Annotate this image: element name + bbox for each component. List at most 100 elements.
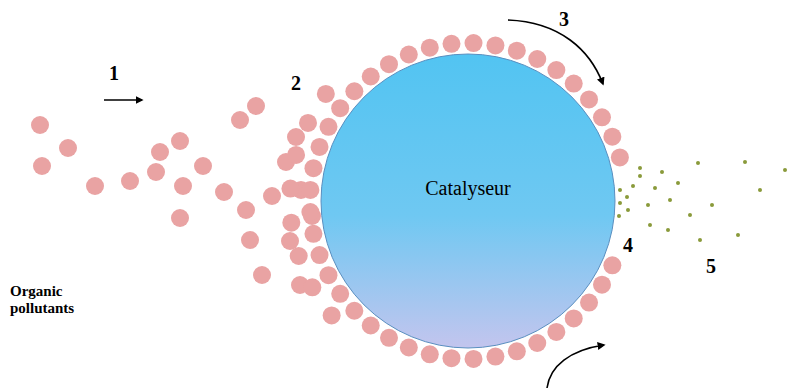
product-dot: [783, 168, 787, 172]
pollutant-dot: [253, 266, 271, 284]
pollutant-dot: [319, 266, 337, 284]
pollutant-dot: [237, 201, 255, 219]
pollutant-dot: [151, 143, 169, 161]
product-dot: [668, 198, 672, 202]
callout-number: 5: [706, 255, 716, 278]
pollutant-dot: [231, 111, 249, 129]
pollutant-label: Organic pollutants: [10, 283, 130, 318]
pollutant-dot: [282, 214, 300, 232]
product-dot: [618, 188, 622, 192]
pollutant-dot: [86, 177, 104, 195]
pollutant-dot: [33, 157, 51, 175]
pollutant-dot: [304, 159, 322, 177]
pollutant-dot: [311, 138, 329, 156]
product-dot: [710, 203, 714, 207]
pollutant-dot: [281, 180, 299, 198]
pollutant-dot: [486, 36, 504, 54]
pollutant-dot: [171, 209, 189, 227]
pollutant-dot: [547, 323, 565, 341]
pollutant-dot: [528, 334, 546, 352]
product-dot: [638, 174, 642, 178]
callout-number: 2: [291, 72, 301, 95]
pollutant-dot: [565, 75, 583, 93]
product-dot: [626, 208, 630, 212]
product-dot: [618, 201, 622, 205]
pollutant-dot: [281, 232, 299, 250]
pollutant-dot: [31, 116, 49, 134]
pollutant-dot: [465, 34, 483, 52]
product-dot: [638, 166, 642, 170]
pollutant-dot: [319, 118, 337, 136]
pollutant-dot: [421, 345, 439, 363]
pollutant-dot: [303, 278, 321, 296]
product-dot: [743, 160, 747, 164]
pollutant-dot: [121, 172, 139, 190]
catalyst-label: Catalyseur: [425, 177, 511, 200]
flow-arrow: [104, 99, 142, 101]
product-dots: [617, 160, 787, 242]
pollutant-dot: [486, 348, 504, 366]
pollutant-dot: [362, 317, 380, 335]
pollutant-dot: [331, 99, 349, 117]
product-dot: [696, 161, 700, 165]
pollutant-dot: [508, 342, 526, 360]
pollutant-dot: [380, 55, 398, 73]
product-dot: [666, 228, 670, 232]
product-dot: [660, 170, 664, 174]
product-dot: [758, 188, 762, 192]
pollutant-dot: [311, 246, 329, 264]
product-dot: [736, 233, 740, 237]
pollutant-dot: [580, 294, 598, 312]
pollutant-dot: [345, 82, 363, 100]
pollutant-dot: [304, 225, 322, 243]
pollutant-dot: [317, 85, 335, 103]
pollutant-dot: [174, 177, 192, 195]
pollutant-dot: [247, 97, 265, 115]
callout-number: 4: [623, 234, 633, 257]
catalyst-circle: Catalyseur: [320, 53, 616, 349]
pollutant-dot: [593, 276, 611, 294]
callout-number: 3: [559, 8, 569, 31]
pollutant-dot: [147, 163, 165, 181]
callout-number: 1: [109, 62, 119, 85]
product-dot: [617, 214, 621, 218]
pollutant-dot: [301, 181, 319, 199]
pollutant-dot: [442, 349, 460, 367]
pollutant-dot: [580, 90, 598, 108]
pollutant-dot: [400, 338, 418, 356]
product-dot: [653, 186, 657, 190]
product-dot: [688, 213, 692, 217]
pollutant-dot: [565, 309, 583, 327]
pollutant-dot: [287, 146, 305, 164]
product-dot: [646, 203, 650, 207]
pollutant-dot: [593, 108, 611, 126]
pollutant-dot: [59, 139, 77, 157]
pollutant-dot: [290, 247, 308, 265]
pollutant-dot: [421, 39, 439, 57]
pollutant-dot: [528, 50, 546, 68]
pollutant-dot: [331, 285, 349, 303]
product-dot: [676, 181, 680, 185]
pollutant-dot: [263, 187, 281, 205]
product-dot: [698, 238, 702, 242]
pollutant-dot: [603, 128, 621, 146]
pollutant-dot: [301, 203, 319, 221]
pollutant-dot: [323, 306, 341, 324]
pollutant-dot: [241, 231, 259, 249]
pollutant-dot: [215, 183, 233, 201]
catalyst-shape: [321, 54, 615, 348]
circle-outline: [320, 53, 616, 349]
pollutant-dot: [362, 67, 380, 85]
product-dot: [648, 223, 652, 227]
product-dot: [625, 195, 629, 199]
pollutant-dot: [611, 148, 629, 166]
pollutant-dot: [442, 35, 460, 53]
pollutant-dot: [299, 114, 317, 132]
product-dot: [631, 184, 635, 188]
pollutant-dot: [400, 46, 418, 64]
pollutant-dot: [287, 128, 305, 146]
pollutant-dot: [603, 256, 621, 274]
pollutant-dots: [31, 34, 629, 368]
pollutant-dot: [194, 157, 212, 175]
